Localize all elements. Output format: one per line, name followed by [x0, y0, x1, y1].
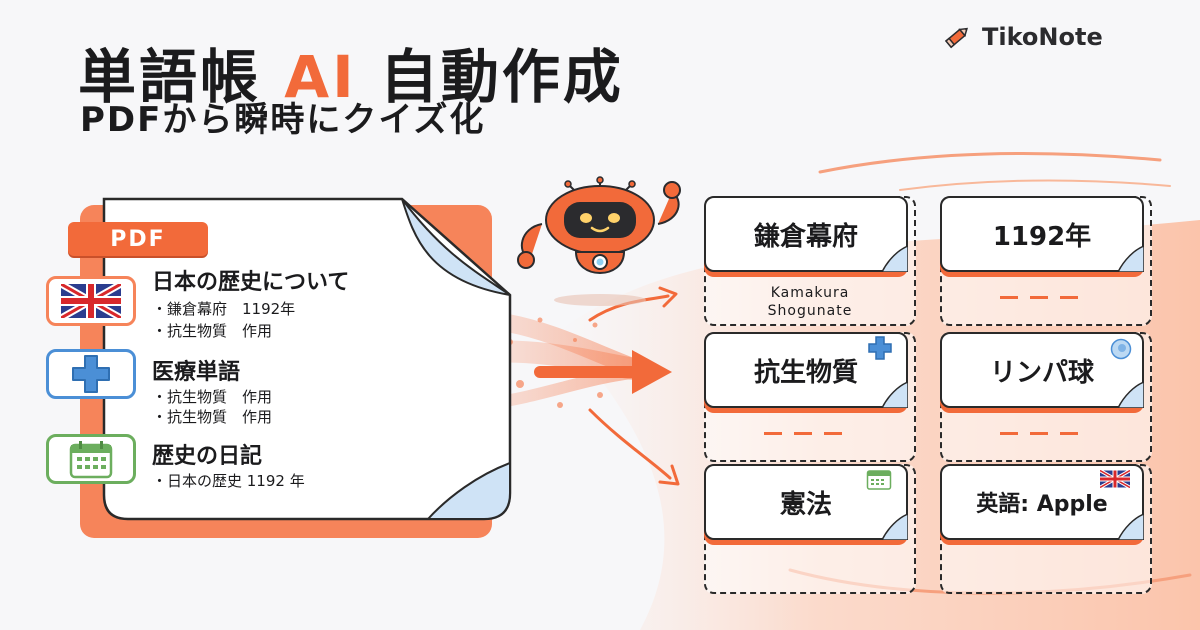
page-fold — [1117, 514, 1144, 540]
section-icon-box — [46, 434, 136, 484]
flashcard-back-line: Kamakura — [770, 285, 850, 301]
section-icon-box — [46, 276, 136, 326]
section-icon-box — [46, 349, 136, 399]
placeholder-dashes — [1000, 296, 1080, 299]
flashcard-back-line: Shogunate — [767, 303, 853, 319]
medical-cross-icon — [72, 355, 110, 393]
flashcard-term: 憲法 — [779, 489, 832, 520]
section-line: ・抗生物質 作用 — [152, 322, 273, 340]
uk-flag-icon — [61, 284, 121, 318]
flashcard-term: リンパ球 — [989, 357, 1094, 388]
page-subtitle: PDFから瞬時にクイズ化 — [80, 100, 486, 140]
flashcard-term: 鎌倉幕府 — [753, 221, 858, 252]
page-title: 単語帳 AI 自動作成 — [78, 43, 624, 111]
medical-cross-icon — [868, 336, 892, 360]
flashcard-term: 抗生物質 — [753, 357, 858, 388]
section-heading: 歴史の日記 — [152, 444, 263, 469]
flashcard-term: 1192年 — [992, 221, 1092, 252]
page-fold — [1117, 246, 1144, 272]
cell-icon — [1110, 338, 1132, 360]
section-heading: 日本の歴史について — [152, 270, 350, 295]
calendar-icon — [866, 470, 892, 490]
document-sheet — [102, 197, 512, 521]
flashcard-front[interactable]: 1192年 — [940, 196, 1144, 272]
pencil-icon — [944, 27, 968, 49]
pdf-tag: PDF — [68, 222, 208, 256]
brand-name: TikoNote — [982, 23, 1103, 51]
section-line: ・鎌倉幕府 1192年 — [152, 300, 296, 318]
flashcard-front[interactable]: リンパ球 — [940, 332, 1144, 408]
calendar-icon — [69, 441, 113, 479]
uk-flag-icon — [1100, 470, 1130, 488]
section-line: ・抗生物質 作用 — [152, 408, 273, 426]
page-fold — [881, 246, 908, 272]
section-line: ・日本の歴史 1192 年 — [152, 472, 305, 490]
section-heading: 医療単語 — [152, 360, 241, 385]
flashcard-front[interactable]: 鎌倉幕府 — [704, 196, 908, 272]
flashcard-term: 英語: Apple — [976, 492, 1108, 517]
page-fold — [881, 382, 908, 408]
page-fold — [1117, 382, 1144, 408]
robot-mascot — [517, 176, 681, 274]
flashcard-back: Kamakura Shogunate — [716, 284, 904, 320]
placeholder-dashes — [764, 432, 844, 435]
brand-logo: TikoNote — [942, 22, 1103, 52]
placeholder-dashes — [1000, 432, 1080, 435]
section-line: ・抗生物質 作用 — [152, 388, 273, 406]
page-fold — [881, 514, 908, 540]
pdf-document — [98, 197, 512, 522]
title-accent: AI — [284, 43, 357, 111]
